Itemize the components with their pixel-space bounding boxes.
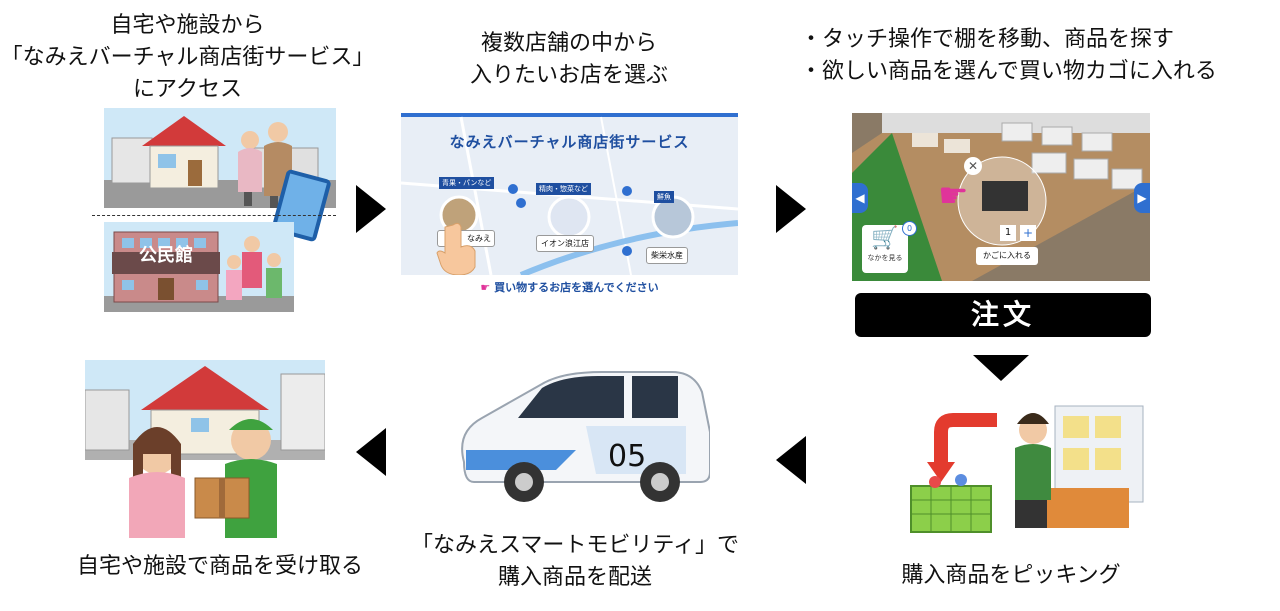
arrow-right-icon: [356, 185, 386, 233]
caption-line: 入りたいお店を選ぶ: [469, 63, 668, 88]
footer-text: 買い物するお店を選んでください: [494, 281, 659, 294]
store-tag-produce: 青果・パンなど: [439, 177, 495, 189]
hand-pointer-icon: ☛: [938, 176, 969, 216]
van-number: 05: [608, 439, 646, 474]
arrow-left-icon: [356, 428, 386, 476]
caption-line: 購入商品を配送: [497, 565, 652, 590]
cart-icon: 🛒: [871, 226, 899, 251]
tablet-icon: [271, 169, 331, 242]
caption-choose: 複数店舗の中から 入りたいお店を選ぶ: [400, 28, 738, 92]
cart-label: なかを見る: [867, 254, 903, 262]
community-center-illustration: [104, 222, 294, 312]
virtual-site-title: なみえバーチャル商店街サービス: [449, 133, 690, 151]
arrow-right-icon: [776, 185, 806, 233]
shop-shelf-panel: ◀ ▶ ✕ ☛ 🛒 なかを見る 0 1 + かごに入れる: [852, 113, 1150, 281]
caption-line: 自宅や施設から: [110, 13, 265, 38]
cart-count-badge: 0: [902, 221, 917, 236]
caption-line: 自宅や施設で商品を受け取る: [76, 554, 363, 579]
store-tag-meat: 精肉・惣菜など: [536, 183, 591, 195]
store-tag-fish: 鮮魚: [654, 191, 674, 203]
caption-line: 購入商品をピッキング: [901, 563, 1121, 588]
pointing-hand-icon: [436, 222, 476, 275]
receive-package-illustration: [85, 360, 325, 538]
store-button-shibaei[interactable]: 柴栄水産: [646, 247, 688, 264]
caption-receive: 自宅や施設で商品を受け取る: [0, 551, 440, 583]
nav-right-button[interactable]: ▶: [1134, 183, 1150, 213]
arrow-left-icon: [776, 436, 806, 484]
virtual-site-panel: なみえバーチャル商店街サービス 青果・パンなど 精肉・惣菜など 鮮魚 なみえ イ…: [401, 113, 738, 304]
delivery-van-illustration: 05: [461, 371, 710, 502]
caption-pick: 購入商品をピッキング: [852, 560, 1170, 592]
building-sign: 公民館: [139, 245, 193, 266]
caption-line: 「なみえバーチャル商店街サービス」: [0, 45, 375, 70]
cart-button[interactable]: 🛒 なかを見る: [862, 225, 908, 273]
close-icon[interactable]: ✕: [964, 157, 982, 175]
shop-bullet: ・欲しい商品を選んで買い物カゴに入れる: [800, 59, 1217, 84]
arrow-down-icon: [973, 355, 1029, 381]
pointer-hand-icon: ☛: [480, 281, 491, 294]
dashed-divider: [92, 215, 336, 216]
caption-deliver: 「なみえスマートモビリティ」で 購入商品を配送: [410, 530, 740, 594]
nav-left-button[interactable]: ◀: [852, 183, 868, 213]
add-to-basket-button[interactable]: かごに入れる: [976, 247, 1038, 265]
quantity-plus-button[interactable]: +: [1020, 225, 1036, 241]
caption-line: 複数店舗の中から: [480, 31, 657, 56]
shop-bullet: ・タッチ操作で棚を移動、商品を探す: [800, 27, 1175, 52]
caption-line: にアクセス: [133, 77, 242, 102]
store-button-aeon[interactable]: イオン浪江店: [536, 235, 594, 252]
caption-access: 自宅や施設から 「なみえバーチャル商店街サービス」 にアクセス: [0, 10, 375, 106]
virtual-site-footer: ☛ 買い物するお店を選んでください: [401, 279, 738, 295]
quantity-value: 1: [1000, 225, 1016, 241]
order-label: 注文: [855, 293, 1151, 337]
picking-illustration: [910, 405, 1144, 533]
caption-line: 「なみえスマートモビリティ」で: [410, 533, 740, 558]
